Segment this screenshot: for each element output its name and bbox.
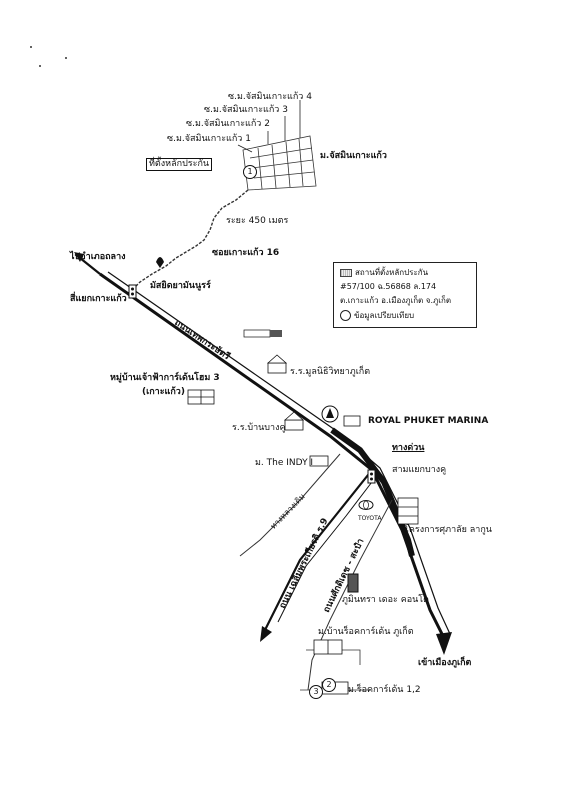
the-indy-label: ม. The INDY I <box>255 458 314 468</box>
marina-icon <box>321 405 339 423</box>
soi-label-1: ซ.ม.จัสมินเกาะแก้ว 1 <box>167 134 251 144</box>
traffic-light-icon <box>367 469 376 484</box>
school-bangkhu-label: ร.ร.บ้านบางคู <box>232 423 286 433</box>
school-mooltiwit-label: ร.ร.มูลนิธิวิทยาภูเก็ต <box>290 367 371 377</box>
chaofa-village-label: หมู่บ้านเจ้าฟ้าการ์เด้นโฮม 3 <box>110 373 220 383</box>
metro-sign-icon <box>243 329 271 338</box>
road-to-thalang <box>79 257 101 275</box>
mosque-label: มัสยิดยามันนูรร์ <box>150 281 211 291</box>
legend-row-comparison: ข้อมูลเปรียบเทียบ <box>340 310 414 321</box>
soi-label-2: ซ.ม.จัสมินเกาะแก้ว 2 <box>186 119 270 129</box>
koh-kaew-intersection-label: สี่แยกเกาะแก้ว <box>70 294 127 304</box>
legend-row1-text: สถานที่ตั้งหลักประกัน <box>355 268 429 277</box>
toyota-label: TOYOTA <box>358 515 382 522</box>
village-grid <box>242 135 317 191</box>
legend-row4-text: ข้อมูลเปรียบเทียบ <box>354 311 415 320</box>
legend-swatch-icon <box>340 268 352 277</box>
mosque-icon <box>156 257 164 268</box>
pin-2: 2 <box>322 678 336 692</box>
traffic-light-icon <box>128 284 137 299</box>
soi-label-4: ซ.ม.จัสมินเกาะแก้ว 4 <box>228 92 312 102</box>
thepkrasattri-road <box>99 272 446 639</box>
condo-building-icon <box>347 573 359 593</box>
supalai-project-label: โครงการศุภาลัย ลากูน <box>404 525 492 535</box>
legend-row-property: สถานที่ตั้งหลักประกัน <box>340 268 428 278</box>
legend-row2-text: #57/100 ฉ.56868 ล.174 <box>340 282 437 291</box>
building-icon <box>187 389 419 695</box>
property-label: ที่ตั้งหลักประกัน <box>146 158 213 171</box>
expressway-label: ทางด่วน <box>392 443 425 453</box>
village-label: ม.จัสมินเกาะแก้ว <box>320 151 387 161</box>
soi-koh-kaew-16 <box>131 189 249 291</box>
chaofa-sub-label: (เกาะแก้ว) <box>142 387 185 397</box>
soi16-label: ซอยเกาะแก้ว 16 <box>212 248 280 258</box>
expressway-band <box>330 427 415 557</box>
distance-label: ระยะ 450 เมตร <box>226 216 289 226</box>
to-thalang-label: ไปอำเภอถลาง <box>70 252 126 262</box>
condo-label: ภูมินทรา เดอะ คอนโด <box>342 595 429 605</box>
rock-gardens-12-label: ม.ร็อคการ์เด้น 1,2 <box>348 685 421 695</box>
legend-circle-icon <box>340 310 351 321</box>
royal-marina-label: ROYAL PHUKET MARINA <box>368 416 489 426</box>
pin-3: 3 <box>309 685 323 699</box>
gardens-village-label: ม.บ้านร็อคการ์เด้น ภูเก็ต <box>318 627 414 637</box>
map-legend: สถานที่ตั้งหลักประกัน #57/100 ฉ.56868 ล.… <box>333 262 477 328</box>
rama9-road <box>261 469 373 637</box>
pin-1: 1 <box>243 165 257 179</box>
toyota-logo-icon <box>358 500 374 510</box>
samyaek-bangkhu-label: สามแยกบางคู <box>392 465 447 475</box>
to-phuket-city-label: เข้าเมืองภูเก็ต <box>418 658 472 668</box>
soi-label-3: ซ.ม.จัสมินเกาะแก้ว 3 <box>204 105 288 115</box>
legend-row3-text: ต.เกาะแก้ว อ.เมืองภูเก็ต จ.ภูเก็ต <box>340 296 452 305</box>
school-icon <box>266 354 305 431</box>
